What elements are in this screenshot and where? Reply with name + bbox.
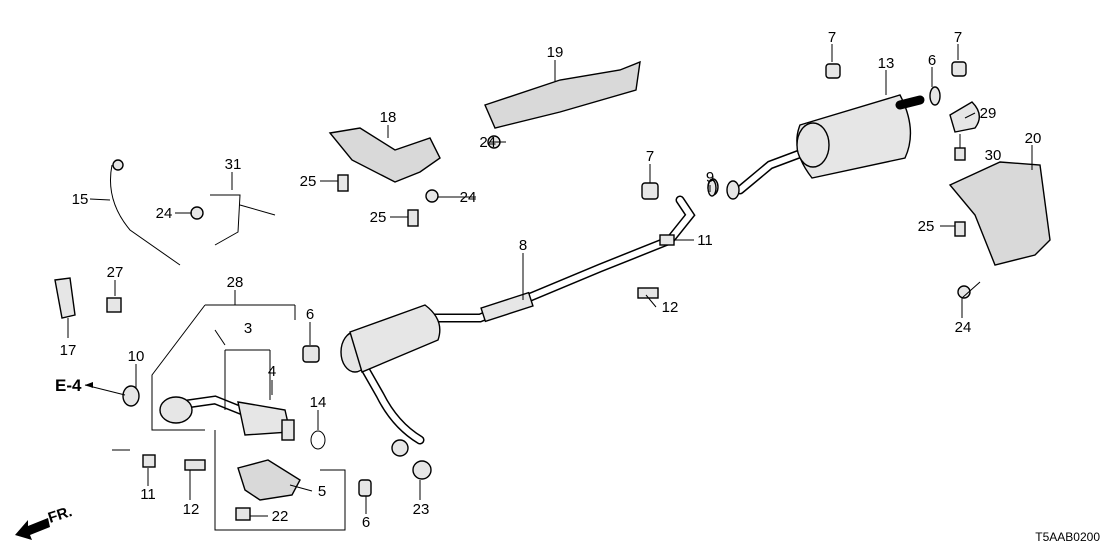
callout-9: 9	[706, 169, 714, 186]
reference-e4-link[interactable]: E-4	[55, 376, 82, 395]
callout-14: 14	[310, 394, 327, 411]
callout-25: 25	[918, 218, 935, 235]
exhaust-pipe-8	[340, 195, 696, 445]
callout-6: 6	[306, 306, 314, 323]
small-parts	[54, 61, 980, 521]
callout-30: 30	[985, 147, 1002, 164]
callout-11: 11	[140, 486, 156, 503]
front-arrow-icon	[15, 518, 50, 540]
heat-shield-19	[484, 60, 641, 129]
callout-22: 22	[272, 508, 289, 525]
callout-24: 24	[156, 205, 173, 222]
callout-15: 15	[72, 191, 89, 208]
callout-7: 7	[646, 148, 654, 165]
callout-4: 4	[268, 363, 276, 380]
callout-17: 17	[60, 342, 77, 359]
callout-27: 27	[107, 264, 124, 281]
callout-19: 19	[547, 44, 564, 61]
callout-12: 12	[662, 299, 679, 316]
callout-12: 12	[183, 501, 200, 518]
callout-18: 18	[380, 109, 397, 126]
callout-20: 20	[1025, 130, 1042, 147]
callout-28: 28	[227, 274, 244, 291]
callout-24: 24	[479, 134, 496, 151]
callout-24: 24	[460, 189, 477, 206]
callout-7: 7	[828, 29, 836, 46]
callout-29: 29	[980, 105, 997, 122]
converter-3	[159, 395, 295, 441]
callout-25: 25	[370, 209, 387, 226]
callout-10: 10	[128, 348, 145, 365]
callout-8: 8	[519, 237, 527, 254]
callout-6: 6	[928, 52, 936, 69]
heat-shield-20	[948, 161, 1051, 266]
heat-shield-5	[237, 459, 301, 501]
muffler-13	[707, 94, 925, 200]
leader-lines	[67, 44, 1033, 531]
callout-7: 7	[954, 29, 962, 46]
callout-11: 11	[697, 232, 713, 249]
callout-24: 24	[955, 319, 972, 336]
diagram-code: T5AAB0200	[1035, 530, 1100, 544]
callout-5: 5	[318, 483, 326, 500]
reference-arrow-icon	[85, 382, 93, 388]
front-indicator: FR.	[46, 503, 74, 527]
callout-6: 6	[362, 514, 370, 531]
heat-shield-18	[328, 127, 441, 183]
callout-labels: 7 13 6 7 29 30 20 25 24 19 24 18 25 24 2…	[60, 29, 1042, 531]
callout-31: 31	[225, 156, 242, 173]
callout-13: 13	[878, 55, 895, 72]
callout-25: 25	[300, 173, 317, 190]
callout-3: 3	[244, 320, 252, 337]
callout-23: 23	[413, 501, 430, 518]
